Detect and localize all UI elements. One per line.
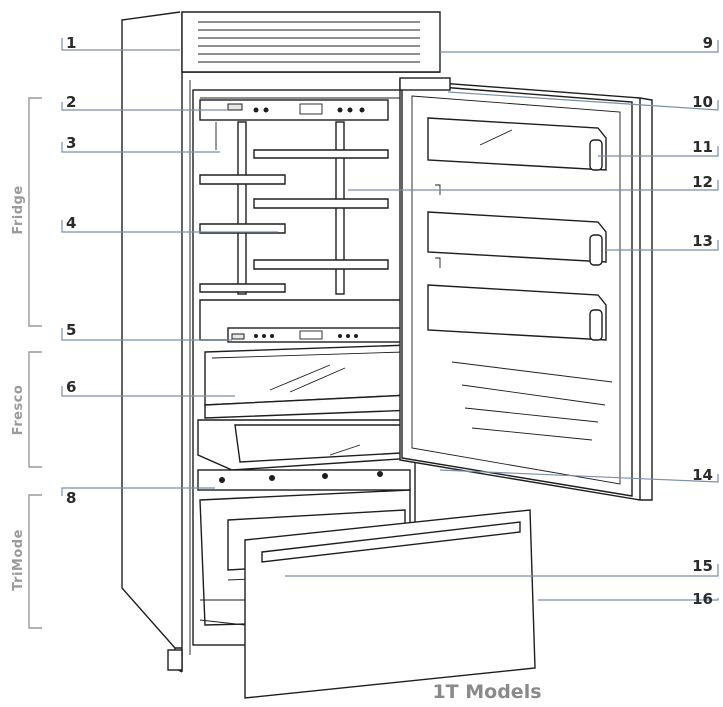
callout-13: 13: [692, 232, 713, 250]
callout-12: 12: [692, 173, 713, 191]
callout-leaders: [61, 38, 719, 601]
section-label-fridge: Fridge: [11, 185, 26, 234]
callout-5: 5: [66, 321, 76, 339]
fresco-control-panel: [227, 327, 409, 343]
trimode-bracket: [28, 494, 42, 629]
model-caption: 1T Models: [432, 681, 541, 703]
lower-door-racks: [451, 361, 613, 441]
callout-9: 9: [703, 34, 713, 52]
section-label-fresco: Fresco: [11, 385, 26, 436]
callout-4: 4: [66, 214, 76, 232]
callout-numbers-left: 1 2 3 4 5 6 8: [66, 34, 76, 507]
cabinet-illustration: [121, 11, 536, 699]
callout-8: 8: [66, 489, 76, 507]
callout-16: 16: [692, 590, 713, 608]
top-grille: [198, 21, 420, 63]
door-illustration: [399, 77, 653, 501]
callout-14: 14: [692, 466, 713, 484]
section-label-trimode: TriMode: [11, 529, 26, 591]
fresco-bracket: [28, 351, 42, 468]
callout-numbers-right: 9 10 11 12 13 14 15 16: [692, 34, 713, 608]
callout-2: 2: [66, 93, 76, 111]
callout-1: 1: [66, 34, 76, 52]
top-control-strip: [199, 99, 389, 121]
fridge-bracket: [28, 97, 42, 327]
door-bins: [427, 117, 607, 341]
glass-shelves: [199, 149, 389, 293]
trimode-compartment: [197, 469, 536, 699]
callout-10: 10: [692, 93, 713, 111]
callout-6: 6: [66, 378, 76, 396]
callout-11: 11: [692, 138, 713, 156]
callout-3: 3: [66, 134, 76, 152]
callout-15: 15: [692, 557, 713, 575]
section-brackets: [28, 97, 42, 629]
